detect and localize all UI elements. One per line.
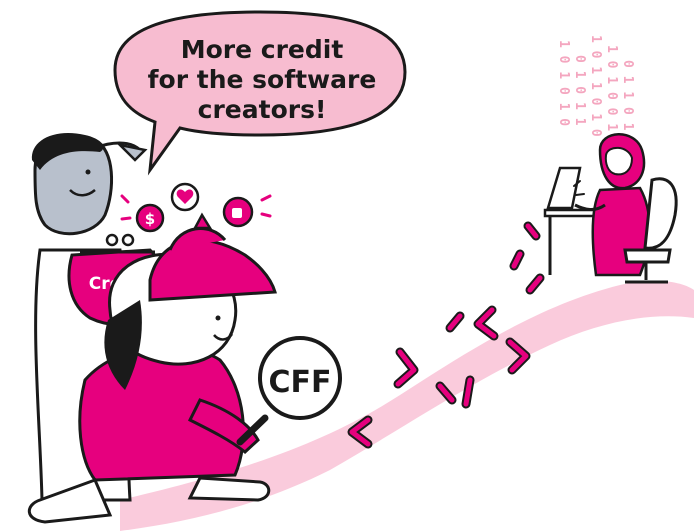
magnifier-label: CFF bbox=[268, 365, 331, 400]
speech-bubble: More credit for the software creators! bbox=[113, 10, 407, 176]
pink-trail bbox=[120, 280, 694, 531]
office-chair bbox=[623, 177, 678, 284]
magnifying-glass-icon: CFF bbox=[236, 336, 342, 446]
developer-character bbox=[543, 133, 678, 284]
binary-column-3: 1 0 1 1 0 1 0 bbox=[588, 35, 603, 137]
laptop-icon bbox=[546, 166, 582, 210]
speech-line-2: for the software bbox=[148, 65, 377, 94]
svg-text:$: $ bbox=[145, 210, 155, 228]
coin-icon bbox=[135, 203, 165, 233]
binary-code: 1 0 1 0 1 0 0 1 0 1 1 1 0 1 1 0 1 0 1 0 … bbox=[556, 35, 635, 146]
reaction-icons: $ bbox=[120, 182, 272, 233]
speech-line-3: creators! bbox=[198, 95, 327, 124]
binary-column-1: 1 0 1 0 1 0 bbox=[556, 40, 571, 126]
speech-line-1: More credit bbox=[181, 35, 344, 64]
binary-column-2: 0 1 0 1 1 bbox=[572, 55, 587, 126]
binary-column-5: 0 1 1 0 1 0 bbox=[620, 60, 635, 146]
footprint-trail bbox=[347, 221, 545, 449]
binary-column-4: 1 0 1 0 0 1 bbox=[604, 45, 619, 131]
